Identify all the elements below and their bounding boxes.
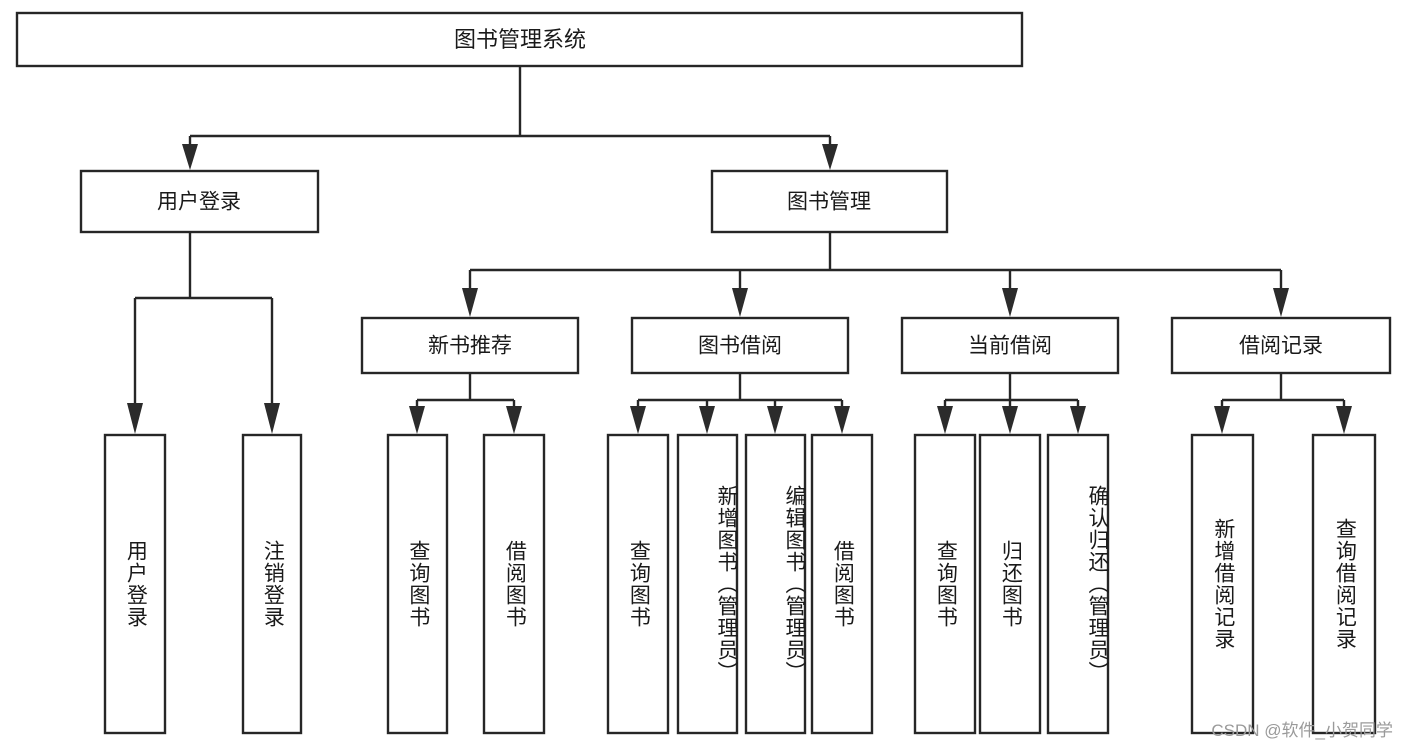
node-current-borrow[interactable]: 当前借阅	[900, 316, 1120, 375]
leaf-box-edit-book-admin[interactable]	[744, 433, 807, 735]
leaf-box-add-book-admin[interactable]	[676, 433, 739, 735]
book-management-label: 图书管理	[787, 191, 871, 214]
arrowhead-currentborrow-leaf-1	[937, 406, 953, 434]
node-book-borrow[interactable]: 图书借阅	[630, 316, 850, 375]
leaf-box-query-book-current[interactable]	[913, 433, 977, 735]
current-borrow-box[interactable]	[900, 316, 1120, 375]
arrowhead-leaf-logout	[264, 403, 280, 434]
root-label: 图书管理系统	[454, 27, 586, 52]
leaf-box-logout[interactable]	[241, 433, 303, 735]
arrowhead-currentborrow-leaf-3	[1070, 406, 1086, 434]
node-new-book-recommend[interactable]: 新书推荐	[360, 316, 580, 375]
borrow-record-box[interactable]	[1170, 316, 1392, 375]
arrowhead-bookborrow-leaf-4	[834, 406, 850, 434]
new-book-recommend-label: 新书推荐	[428, 335, 512, 358]
connector-layer	[127, 66, 1352, 434]
arrowhead-borrowrecord-leaf-1	[1214, 406, 1230, 434]
leaf-box-borrow-book-newrec[interactable]	[482, 433, 546, 735]
node-user-login[interactable]: 用户登录	[79, 169, 320, 234]
arrowhead-current-borrow	[1002, 288, 1018, 317]
arrowhead-bookborrow-leaf-2	[699, 406, 715, 434]
arrowhead-currentborrow-leaf-2	[1002, 406, 1018, 434]
leaf-box-return-book[interactable]	[978, 433, 1042, 735]
leaf-box-add-borrow-record[interactable]	[1190, 433, 1255, 735]
arrowhead-bookborrow-leaf-3	[767, 406, 783, 434]
node-borrow-record[interactable]: 借阅记录	[1170, 316, 1392, 375]
node-root[interactable]: 图书管理系统	[15, 11, 1024, 68]
new-book-recommend-box[interactable]	[360, 316, 580, 375]
leaf-box-query-book-newrec[interactable]	[386, 433, 449, 735]
arrowhead-book-borrow	[732, 288, 748, 317]
arrowhead-borrowrecord-leaf-2	[1336, 406, 1352, 434]
root-box[interactable]	[15, 11, 1024, 68]
leaf-box-user-login[interactable]	[103, 433, 167, 735]
csdn-watermark: CSDN @软件_小贺同学	[1211, 721, 1393, 740]
node-book-management[interactable]: 图书管理	[710, 169, 949, 234]
arrowhead-user-login	[182, 144, 198, 170]
current-borrow-label: 当前借阅	[968, 335, 1052, 358]
user-login-label: 用户登录	[157, 191, 241, 214]
user-login-box[interactable]	[79, 169, 320, 234]
book-management-box[interactable]	[710, 169, 949, 234]
leaf-box-layer	[103, 433, 1377, 735]
arrowhead-bookborrow-leaf-1	[630, 406, 646, 434]
arrowhead-newbook-leaf-2	[506, 406, 522, 434]
leaf-box-confirm-return-admin[interactable]	[1046, 433, 1110, 735]
leaf-box-query-book-borrow[interactable]	[606, 433, 670, 735]
leaf-box-borrow-book[interactable]	[810, 433, 874, 735]
arrowhead-borrow-record	[1273, 288, 1289, 317]
book-borrow-box[interactable]	[630, 316, 850, 375]
arrowhead-book-manage	[822, 144, 838, 170]
arrowhead-leaf-user-login	[127, 403, 143, 434]
borrow-record-label: 借阅记录	[1239, 335, 1323, 358]
arrowhead-new-book-rec	[462, 288, 478, 317]
book-borrow-label: 图书借阅	[698, 335, 782, 358]
arrowhead-newbook-leaf-1	[409, 406, 425, 434]
leaf-box-query-borrow-record[interactable]	[1311, 433, 1377, 735]
